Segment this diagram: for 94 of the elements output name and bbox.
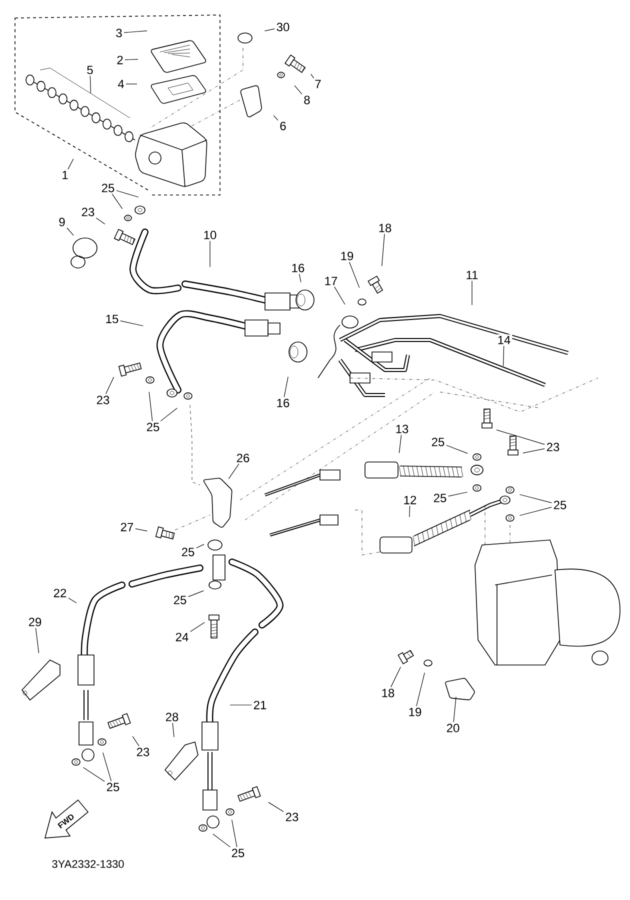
callout-number: 20 bbox=[444, 722, 462, 734]
leader-line bbox=[519, 506, 552, 516]
callout-number: 25 bbox=[180, 546, 196, 558]
leader-line bbox=[398, 434, 402, 454]
callout-number: 18 bbox=[376, 222, 394, 234]
callout-number: 12 bbox=[402, 494, 418, 506]
leader-line bbox=[116, 190, 139, 198]
callout-number: 25 bbox=[144, 421, 162, 433]
leader-line bbox=[124, 30, 148, 33]
leader-line bbox=[519, 494, 552, 504]
leader-line bbox=[228, 464, 240, 480]
leader-line bbox=[106, 376, 114, 394]
callout-number: 25 bbox=[430, 436, 446, 448]
callout-number: 23 bbox=[284, 811, 300, 823]
callout-number: 23 bbox=[544, 441, 562, 453]
leader-line bbox=[448, 492, 468, 496]
callout-number: 19 bbox=[338, 250, 356, 262]
callout-number: 30 bbox=[274, 21, 292, 33]
leader-line bbox=[294, 85, 302, 94]
leader-line bbox=[496, 430, 545, 445]
leader-line bbox=[212, 834, 230, 848]
leader-line bbox=[196, 544, 204, 548]
callout-number: 16 bbox=[290, 262, 306, 274]
leader-line bbox=[268, 802, 284, 812]
callout-number: 18 bbox=[380, 687, 396, 699]
leader-line bbox=[66, 228, 74, 236]
callout-number: 23 bbox=[134, 746, 152, 758]
leader-line bbox=[102, 752, 112, 782]
callout-number: 16 bbox=[274, 397, 292, 409]
leader-line bbox=[230, 704, 252, 706]
leader-line bbox=[298, 274, 302, 283]
callout-number: 21 bbox=[252, 699, 268, 711]
callout-number: 15 bbox=[104, 313, 120, 325]
leader-line bbox=[382, 234, 385, 266]
leader-line bbox=[120, 320, 144, 326]
leader-line bbox=[35, 628, 40, 654]
leader-line bbox=[284, 376, 288, 398]
leader-line bbox=[124, 59, 138, 60]
callout-number: 29 bbox=[26, 616, 44, 628]
callout-number: 10 bbox=[202, 229, 218, 241]
leader-line bbox=[135, 528, 148, 532]
callout-number: 24 bbox=[174, 631, 190, 643]
callout-number: 23 bbox=[80, 206, 96, 218]
callout-number: 14 bbox=[496, 334, 512, 346]
callout-number: 8 bbox=[302, 94, 312, 106]
leader-line bbox=[334, 286, 346, 305]
callout-number: 27 bbox=[118, 521, 136, 533]
callout-number: 11 bbox=[464, 269, 480, 281]
leader-line bbox=[409, 506, 410, 518]
callout-number: 1 bbox=[60, 169, 70, 181]
callout-number: 3 bbox=[114, 27, 124, 39]
leader-line bbox=[190, 622, 205, 632]
leader-line bbox=[172, 722, 174, 738]
leader-line bbox=[273, 115, 278, 121]
leader-line bbox=[112, 194, 123, 210]
leader-line bbox=[68, 158, 74, 170]
leader-line bbox=[160, 408, 178, 422]
callout-number: 22 bbox=[52, 587, 68, 599]
callout-number: 7 bbox=[313, 78, 323, 90]
callout-number: 25 bbox=[104, 781, 122, 793]
callout-number: 4 bbox=[116, 78, 126, 90]
callout-number: 9 bbox=[57, 216, 67, 228]
leader-line bbox=[68, 598, 77, 604]
leader-line bbox=[188, 590, 204, 597]
callout-number: 25 bbox=[100, 182, 116, 194]
leader-line bbox=[148, 392, 153, 422]
leader-line bbox=[390, 666, 401, 688]
leader-line bbox=[453, 696, 456, 722]
leader-line bbox=[416, 672, 425, 706]
leader-line bbox=[132, 736, 140, 746]
callout-number: 25 bbox=[552, 499, 568, 511]
callout-number: 17 bbox=[322, 275, 340, 287]
leader-line bbox=[90, 76, 91, 94]
leader-line bbox=[522, 448, 545, 454]
callout-number: 25 bbox=[230, 847, 246, 859]
leader-line bbox=[446, 444, 468, 454]
leader-line bbox=[83, 767, 105, 782]
callout-number: 19 bbox=[406, 706, 424, 718]
callout-number: 28 bbox=[164, 711, 180, 723]
leader-line bbox=[96, 218, 106, 224]
leader-line bbox=[232, 820, 238, 848]
leader-line bbox=[310, 74, 314, 78]
callout-number: 23 bbox=[94, 394, 112, 406]
callout-number: 2 bbox=[115, 54, 125, 66]
callout-number: 13 bbox=[394, 423, 410, 435]
leader-line bbox=[349, 262, 360, 288]
part-number: 3YA2332-1330 bbox=[52, 860, 124, 868]
callout-number: 25 bbox=[172, 594, 188, 606]
callout-number: 26 bbox=[234, 452, 252, 464]
leader-line bbox=[502, 346, 504, 366]
callout-number: 5 bbox=[85, 64, 95, 76]
callout-number: 6 bbox=[278, 120, 288, 132]
callout-number: 25 bbox=[432, 492, 448, 504]
leader-line bbox=[264, 28, 275, 32]
